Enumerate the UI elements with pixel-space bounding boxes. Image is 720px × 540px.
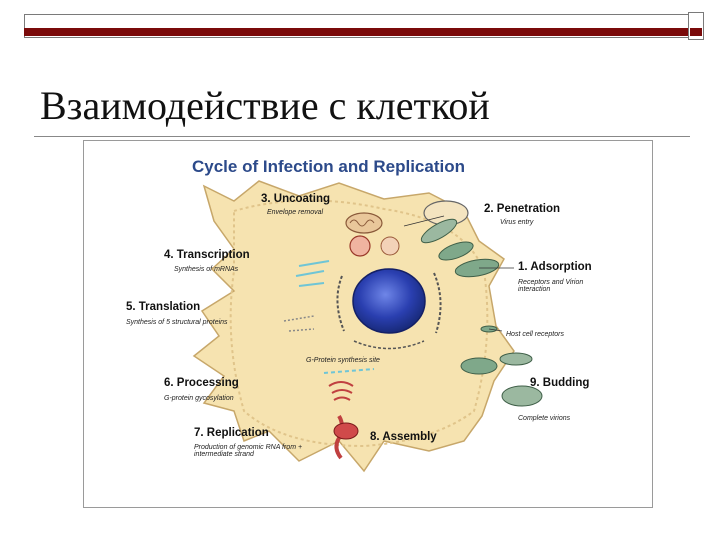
- step-penetration-label: 2. Penetration: [484, 203, 561, 215]
- virion: [499, 352, 533, 366]
- step-translation-desc: Synthesis of 5 structural proteins: [126, 319, 228, 326]
- step-uncoating-desc: Envelope removal: [267, 209, 324, 216]
- step-processing-desc: G-protein gycosylation: [164, 395, 234, 402]
- host-cell: [192, 180, 515, 473]
- virion: [438, 241, 474, 261]
- step-assembly-label: 8. Assembly: [370, 431, 437, 443]
- step-processing-label: 6. Processing: [164, 377, 239, 389]
- step-adsorption-label: 1. Adsorption: [518, 261, 592, 273]
- diagram-title: Cycle of Infection and Replication: [192, 157, 465, 176]
- title-divider: [34, 136, 690, 137]
- step-budding-label: 9. Budding: [530, 377, 590, 389]
- header-decor-bar: [24, 28, 688, 36]
- step-transcription-label: 4. Transcription: [164, 249, 250, 261]
- g-protein-site-label: G-Protein synthesis site: [306, 357, 380, 364]
- step-replication-label: 7. Replication: [194, 427, 269, 439]
- host-cell-receptors-label: Host cell receptors: [506, 331, 564, 338]
- step-translation-label: 5. Translation: [126, 301, 201, 313]
- step-transcription-desc: Synthesis of mRNAs: [174, 266, 239, 273]
- step-budding-desc: Complete virions: [518, 415, 571, 422]
- step-replication-desc: Production of genomic RNA from + interme…: [194, 444, 303, 458]
- virion: [454, 258, 500, 278]
- infection-cycle-diagram: Cycle of Infection and Replication 1. Ad…: [83, 140, 653, 508]
- cell-illustration: [192, 180, 543, 473]
- virion: [501, 385, 543, 407]
- header-decor-square-fill: [690, 28, 702, 36]
- nucleus: [352, 268, 426, 334]
- virion: [333, 422, 359, 440]
- virion: [460, 357, 498, 375]
- virion: [420, 218, 458, 244]
- step-uncoating-label: 3. Uncoating: [261, 193, 331, 205]
- slide-title: Взаимодействие с клеткой: [40, 83, 490, 128]
- step-adsorption-desc: Receptors and Virion interaction: [518, 279, 584, 293]
- step-penetration-desc: Virus entry: [500, 219, 534, 226]
